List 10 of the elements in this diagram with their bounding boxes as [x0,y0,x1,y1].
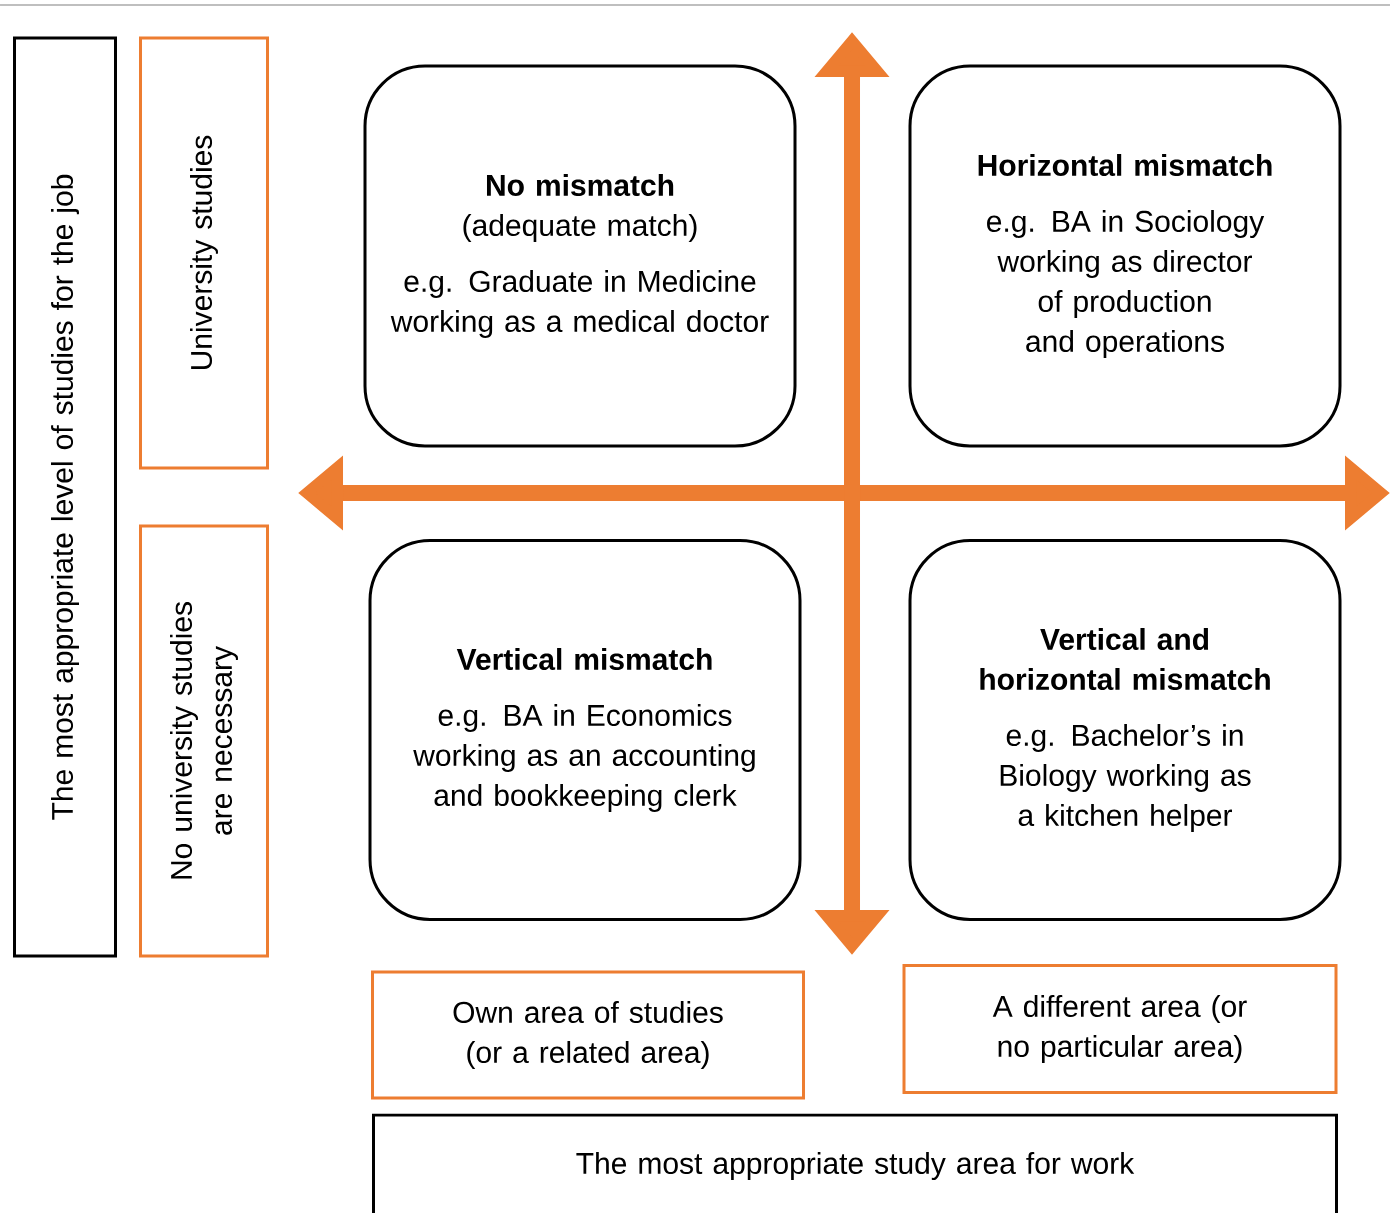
quadrant-box: No mismatch (adequate match) e.g. Graduate in Medicine working as a medical doctor [363,64,797,448]
category-box: University studies [139,36,269,470]
quadrant-box: Horizontal mismatch e.g. BA in Sociology working as director of production and operations [908,64,1342,448]
axis-title-box: The most appropriate study area for work [372,1113,1338,1213]
quadrant-box: Vertical and horizontal mismatch e.g. Bachelor’s in Biology working as a kitchen helper [908,539,1342,921]
axis-title-box: The most appropriate level of studies for the job [13,36,117,958]
category-box: Own area of studies (or a related area) [371,970,805,1100]
quadrant-box: Vertical mismatch e.g. BA in Economics working as an accounting and bookkeeping clerk [368,539,802,921]
category-box: A different area (or no particular area) [902,964,1338,1094]
category-box: No university studies are necessary [139,524,269,958]
